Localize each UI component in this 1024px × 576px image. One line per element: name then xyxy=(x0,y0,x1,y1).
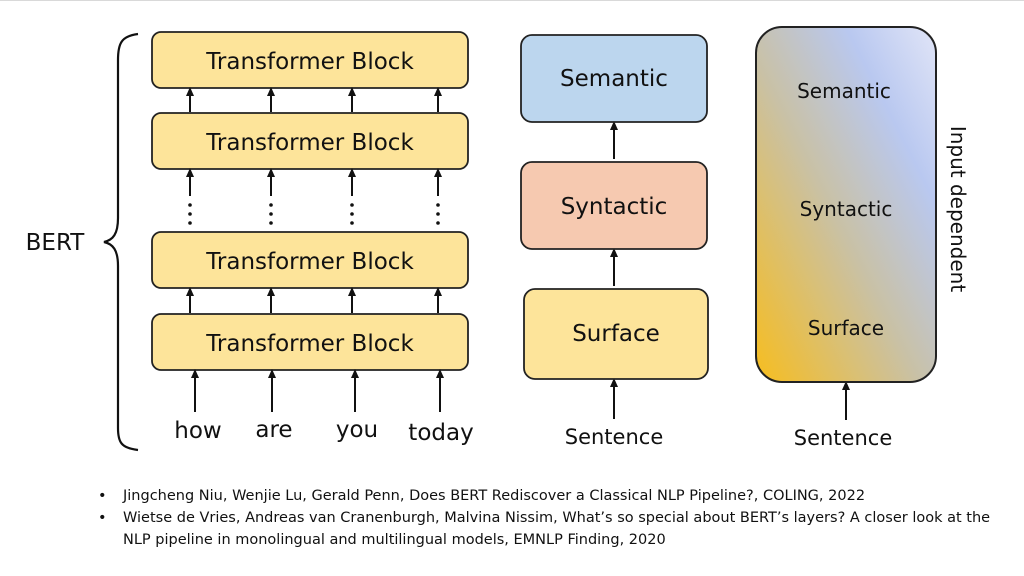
bullet: • xyxy=(98,510,107,526)
reference-item: • Wietse de Vries, Andreas van Cranenbur… xyxy=(96,507,996,551)
semantic-box: Semantic xyxy=(520,34,708,123)
input-token: are xyxy=(255,417,292,443)
transformer-block-label: Transformer Block xyxy=(205,249,414,275)
gradient-input-label: Sentence xyxy=(794,426,893,450)
transformer-block: Transformer Block xyxy=(151,31,469,89)
input-token: you xyxy=(336,417,378,443)
input-token: how xyxy=(174,418,221,444)
top-divider xyxy=(0,0,1024,1)
transformer-block: Transformer Block xyxy=(151,112,469,170)
input-dependent-label: Input dependent xyxy=(946,126,970,292)
references: • Jingcheng Niu, Wenjie Lu, Gerald Penn,… xyxy=(96,485,996,551)
gradient-surface-label: Surface xyxy=(808,316,884,340)
syntactic-box: Syntactic xyxy=(520,161,708,250)
reference-item: • Jingcheng Niu, Wenjie Lu, Gerald Penn,… xyxy=(96,485,996,507)
surface-label: Surface xyxy=(572,321,660,347)
bullet: • xyxy=(98,488,107,504)
transformer-block: Transformer Block xyxy=(151,313,469,371)
reference-text: Jingcheng Niu, Wenjie Lu, Gerald Penn, D… xyxy=(123,488,866,504)
bert-label: BERT xyxy=(26,230,86,256)
gradient-semantic-label: Semantic xyxy=(797,79,891,103)
transformer-block-label: Transformer Block xyxy=(205,49,414,75)
transformer-block-label: Transformer Block xyxy=(205,130,414,156)
ellipsis xyxy=(188,203,440,225)
bert-brace xyxy=(103,32,139,452)
gradient-box xyxy=(755,26,937,383)
transformer-block-label: Transformer Block xyxy=(205,331,414,357)
reference-text: Wietse de Vries, Andreas van Cranenburgh… xyxy=(123,510,991,548)
gradient-syntactic-label: Syntactic xyxy=(800,197,893,221)
diagram: BERT Transformer Block Transformer Block… xyxy=(26,26,970,452)
syntactic-label: Syntactic xyxy=(561,194,668,220)
transformer-block: Transformer Block xyxy=(151,231,469,289)
surface-box: Surface xyxy=(523,288,709,380)
pipeline-input-label: Sentence xyxy=(565,425,664,449)
input-token: today xyxy=(408,420,473,446)
semantic-label: Semantic xyxy=(560,66,668,92)
